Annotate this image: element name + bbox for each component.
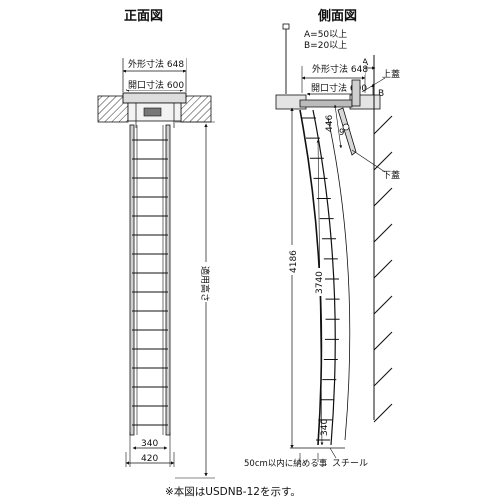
dim-340: 340 <box>320 419 330 436</box>
side-view-title: 側面図 <box>317 8 357 24</box>
material-label: スチール <box>332 458 368 469</box>
front-outer-width: 420 <box>141 454 158 464</box>
upper-lid-label: 上蓋 <box>382 68 400 80</box>
label-b: B <box>378 89 384 99</box>
front-frame <box>122 92 187 104</box>
fit-note: 50cm以内に納める事 <box>244 458 328 469</box>
wall-hatch-mark <box>373 187 393 207</box>
front-inner-width: 340 <box>141 439 158 449</box>
wall-hatch-mark <box>373 295 393 315</box>
label-a: A <box>362 58 369 68</box>
dim-9: 9 <box>339 128 344 138</box>
dim-446: 446 <box>325 115 335 132</box>
wall-hatching <box>373 115 393 423</box>
wall-hatch-mark <box>373 331 393 351</box>
wall-hatch-mark <box>373 403 393 423</box>
front-hinge-block <box>143 107 162 117</box>
footnote: ※本図はUSDNB-12を示す。 <box>165 485 301 498</box>
front-rail-right <box>165 124 171 436</box>
front-view: 正面図 外形寸法 648 開口寸法 600 適用高さ <box>97 9 215 479</box>
front-outer-size-label: 外形寸法 648 <box>128 58 184 70</box>
wall-hatch-mark <box>373 151 393 171</box>
clearance-a-note: A=50以上 <box>304 29 347 40</box>
lower-lid-label: 下蓋 <box>382 169 400 181</box>
dim-3740: 3740 <box>315 271 325 294</box>
wall-hatch-mark <box>373 259 393 279</box>
applicable-height-label: 適用高さ <box>199 266 211 302</box>
dim-4186: 4186 <box>289 250 299 273</box>
upper-lid <box>351 79 361 107</box>
side-view: 側面図 A=50以上 B=20以上 A B 外形寸法 648 開口寸法 600 … <box>244 8 400 469</box>
front-rail-left <box>129 124 135 436</box>
side-cage-line <box>327 117 351 441</box>
wall-hatch-mark <box>373 115 393 135</box>
front-rungs <box>132 139 168 426</box>
wall-hatch-mark <box>373 223 393 243</box>
front-opening-size-label: 開口寸法 600 <box>128 79 184 91</box>
front-view-title: 正面図 <box>124 9 163 24</box>
clearance-b-note: B=20以上 <box>304 40 347 51</box>
wall-hatch-mark <box>373 367 393 387</box>
side-outer-size-label: 外形寸法 648 <box>312 63 368 75</box>
